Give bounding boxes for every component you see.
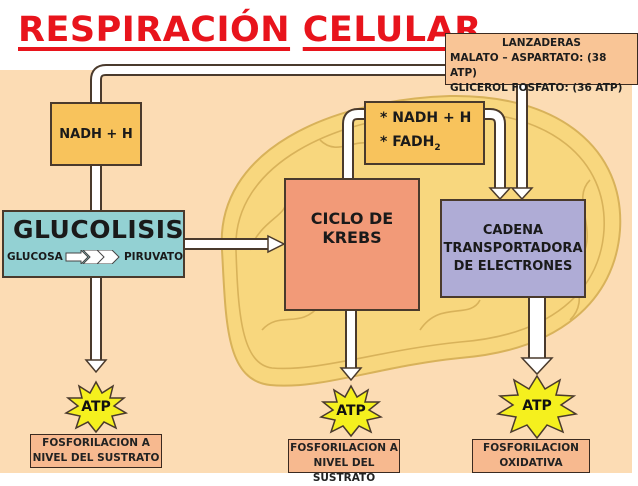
atp-burst-2 (318, 384, 384, 438)
arrowhead-atp-3 (520, 357, 554, 376)
glycolysis-nadh-label: NADH + H (59, 126, 133, 142)
atp-burst-1 (63, 380, 129, 434)
atp-label-3: ATP (522, 398, 552, 414)
glycolysis-reaction: GLUCOSA PIRUVATO (7, 250, 183, 264)
etc-line-1: CADENA (482, 222, 544, 238)
arrowhead-krebs (267, 234, 286, 254)
fos2-line-1: FOSFORILACION A (290, 442, 398, 454)
atp-burst-3 (495, 374, 579, 440)
glucose-label: GLUCOSA (7, 251, 63, 263)
atp-bursts (63, 374, 579, 440)
oxidative-phosphorylation-box: FOSFORILACION OXIDATIVA (472, 439, 590, 473)
krebs-line-1: CICLO DE (310, 208, 394, 228)
fadh-subscript: 2 (434, 142, 441, 153)
fos1-line-1: FOSFORILACION A (42, 437, 150, 449)
fos2-line-2: NIVEL DEL SUSTRATO (312, 457, 376, 484)
arrowhead-atp-2 (339, 367, 363, 382)
pyruvate-label: PIRUVATO (123, 251, 183, 263)
title-word-1: RESPIRACIÓN (18, 10, 291, 50)
etc-line-2: TRANSPORTADORA (443, 240, 583, 256)
electron-transport-chain-box: CADENA TRANSPORTADORA DE ELECTRONES (440, 199, 586, 298)
shuttle-malate-aspartate: MALATO – ASPARTATO: (38 ATP) (450, 52, 607, 79)
fos1-line-2: NIVEL DEL SUSTRATO (32, 452, 160, 464)
atp-label-1: ATP (81, 399, 111, 415)
atp-label-2: ATP (336, 403, 366, 419)
glycolysis-title: GLUCOLISIS (13, 215, 185, 244)
fos3-line-2: OXIDATIVA (499, 457, 563, 469)
substrate-phosphorylation-box-2: FOSFORILACION A NIVEL DEL SUSTRATO (288, 439, 400, 484)
substrate-phosphorylation-box-1: FOSFORILACION A NIVEL DEL SUSTRATO (30, 434, 162, 468)
shuttles-heading: LANZADERAS (501, 37, 581, 49)
krebs-products-box: * NADH + H * FADH2 (364, 101, 485, 165)
arrowhead-cte-1 (488, 187, 512, 201)
fos3-line-1: FOSFORILACION (483, 442, 579, 454)
krebs-line-2: KREBS (322, 227, 382, 247)
etc-line-3: DE ELECTRONES (453, 258, 573, 274)
fadh-text: * FADH (380, 134, 435, 151)
page-title: RESPIRACIÓN CELULAR (18, 8, 482, 52)
glycolysis-box: GLUCOLISIS GLUCOSA PIRUVATO (2, 210, 185, 278)
krebs-fadh2-label: * FADH2 (380, 130, 441, 160)
triple-arrow-icon (65, 250, 121, 264)
arrowhead-cte-2 (510, 187, 534, 201)
shuttle-glycerol-phosphate: GLICEROL FOSFATO: (36 ATP) (450, 82, 623, 94)
arrowheads (84, 187, 554, 382)
shuttles-box: LANZADERAS MALATO – ASPARTATO: (38 ATP) … (445, 33, 638, 94)
krebs-nadh-label: * NADH + H (380, 110, 472, 127)
glycolysis-nadh-box: NADH + H (50, 102, 142, 166)
arrowhead-atp-1 (84, 359, 108, 374)
krebs-cycle-box: CICLO DE KREBS (284, 178, 420, 311)
